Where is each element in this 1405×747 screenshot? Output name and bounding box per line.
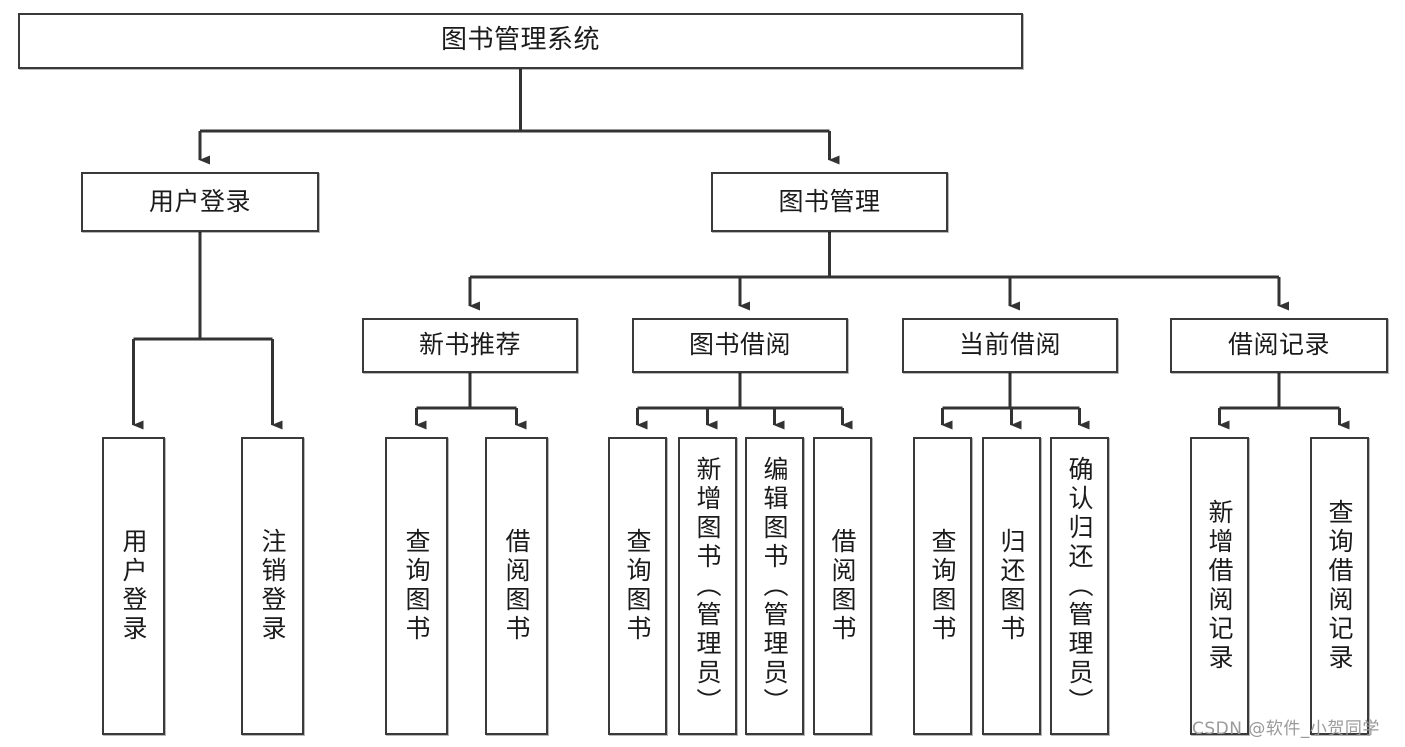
node-label-login: 用户登录 xyxy=(148,186,251,216)
node-newbook-2[interactable]: 借阅图书 xyxy=(485,437,548,735)
node-label-borrow-2: 新增图书（管理员） xyxy=(693,455,722,717)
node-borrow-3[interactable]: 编辑图书（管理员） xyxy=(745,437,804,735)
node-label-current: 当前借阅 xyxy=(958,330,1061,360)
node-borrow-4[interactable]: 借阅图书 xyxy=(813,437,872,735)
node-newbook[interactable]: 新书推荐 xyxy=(362,318,578,373)
edge-bus-bookmgmt xyxy=(470,232,1279,279)
node-label-borrow-4: 借阅图书 xyxy=(828,528,857,644)
node-label-records-1: 新增借阅记录 xyxy=(1205,499,1234,673)
node-label-newbook-1: 查询图书 xyxy=(402,528,431,644)
node-label-root: 图书管理系统 xyxy=(440,25,600,56)
edge-bus-records xyxy=(1219,373,1340,410)
edge-bus-root xyxy=(200,69,830,133)
edge-bus-login xyxy=(133,232,273,341)
node-label-records: 借阅记录 xyxy=(1227,330,1330,360)
node-label-login-1: 用户登录 xyxy=(119,528,148,644)
node-borrow-2[interactable]: 新增图书（管理员） xyxy=(678,437,737,735)
node-current-2[interactable]: 归还图书 xyxy=(982,437,1041,735)
node-label-login-2: 注销登录 xyxy=(258,528,287,644)
edge-bus-current xyxy=(942,373,1080,410)
watermark-label: CSDN @软件_小贺同学 xyxy=(1192,719,1380,739)
node-root[interactable]: 图书管理系统 xyxy=(18,13,1023,69)
node-bookmgmt[interactable]: 图书管理 xyxy=(711,172,948,232)
node-records-1[interactable]: 新增借阅记录 xyxy=(1190,437,1249,735)
node-login-1[interactable]: 用户登录 xyxy=(102,437,165,735)
edge-bus-borrow xyxy=(637,373,843,410)
node-login[interactable]: 用户登录 xyxy=(81,172,319,232)
edge-bus-newbook xyxy=(416,373,517,410)
node-label-newbook-2: 借阅图书 xyxy=(502,528,531,644)
node-newbook-1[interactable]: 查询图书 xyxy=(385,437,448,735)
node-current[interactable]: 当前借阅 xyxy=(902,318,1118,373)
node-records[interactable]: 借阅记录 xyxy=(1170,318,1388,373)
node-label-bookmgmt: 图书管理 xyxy=(778,186,881,216)
node-label-borrow-1: 查询图书 xyxy=(623,528,652,644)
node-label-borrow-3: 编辑图书（管理员） xyxy=(760,455,789,717)
node-label-newbook: 新书推荐 xyxy=(418,330,521,360)
node-label-records-2: 查询借阅记录 xyxy=(1325,499,1354,673)
node-label-borrow: 图书借阅 xyxy=(688,330,791,360)
node-label-current-3: 确认归还（管理员） xyxy=(1065,455,1094,717)
node-label-current-2: 归还图书 xyxy=(997,528,1026,644)
node-borrow-1[interactable]: 查询图书 xyxy=(608,437,667,735)
node-records-2[interactable]: 查询借阅记录 xyxy=(1310,437,1369,735)
node-borrow[interactable]: 图书借阅 xyxy=(632,318,848,373)
node-label-current-1: 查询图书 xyxy=(928,528,957,644)
node-login-2[interactable]: 注销登录 xyxy=(241,437,304,735)
node-current-1[interactable]: 查询图书 xyxy=(913,437,972,735)
node-current-3[interactable]: 确认归还（管理员） xyxy=(1050,437,1109,735)
